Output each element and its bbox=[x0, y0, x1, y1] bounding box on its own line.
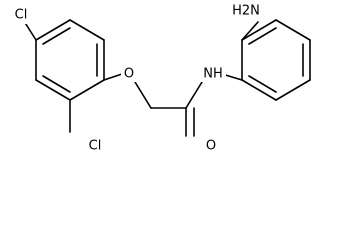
cl-bottom-label-bg bbox=[84, 138, 106, 154]
amide-nh-label-bg bbox=[200, 66, 226, 82]
ring1-bond-5 bbox=[35, 79, 71, 101]
cl-bottom-label: Cl bbox=[89, 139, 102, 154]
cl-top-label-bg bbox=[11, 8, 33, 24]
ring2-bond-4 bbox=[275, 19, 311, 41]
ring2-double-1 bbox=[248, 75, 277, 93]
ring1-bond-4 bbox=[69, 79, 105, 101]
carbonyl-oxygen-label-bg bbox=[203, 138, 219, 154]
carbonyl-c-n-bond bbox=[185, 81, 203, 109]
ring1-bond-2 bbox=[69, 19, 105, 41]
structure-svg: Cl Cl O O NH H2N bbox=[11, 2, 311, 154]
ring2-bond-2 bbox=[275, 79, 311, 101]
dichlorophenyl-ring bbox=[35, 19, 105, 101]
ring2-bond-5 bbox=[241, 19, 277, 41]
ring1-double-3 bbox=[42, 75, 71, 93]
amino-label: H2N bbox=[232, 4, 260, 19]
aryl-o-bond bbox=[103, 73, 123, 81]
ether-oxygen-label: O bbox=[124, 67, 134, 82]
nh2-bond bbox=[241, 21, 259, 41]
amide-nh-label: NH bbox=[203, 67, 223, 82]
aminophenyl-ring bbox=[241, 19, 311, 101]
ring2-bond-1 bbox=[241, 79, 277, 101]
ring1-bond-1 bbox=[35, 19, 71, 41]
carbonyl-oxygen-label: O bbox=[206, 139, 216, 154]
o-ch2-bond bbox=[134, 81, 152, 109]
molecule-diagram: Cl Cl O O NH H2N bbox=[11, 2, 311, 154]
ring1-double-1 bbox=[42, 27, 71, 45]
ring2-double-3 bbox=[248, 27, 277, 45]
amino-label-bg bbox=[230, 2, 262, 20]
cl-top-label: Cl bbox=[15, 8, 28, 23]
ether-oxygen-label-bg bbox=[121, 66, 137, 82]
